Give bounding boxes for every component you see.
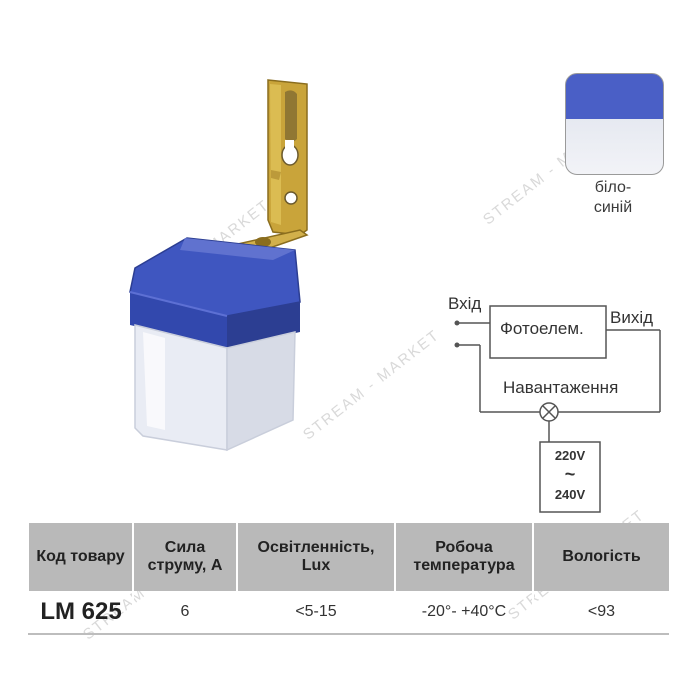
header-current: Сила струму, А — [132, 523, 237, 591]
header-humidity: Вологість — [532, 523, 669, 591]
ac-symbol: ~ — [564, 464, 576, 484]
lamp-icon — [539, 402, 559, 422]
voltage-max: 240V — [554, 487, 586, 502]
voltage-box — [539, 441, 601, 513]
color-swatch-thumbnail[interactable] — [565, 73, 664, 175]
lux-value: <5-15 — [236, 591, 395, 635]
temperature-value: -20°- +40°C — [394, 591, 533, 635]
input-label: Вхід — [448, 294, 482, 313]
wiring-diagram — [454, 305, 661, 513]
product-image — [129, 79, 309, 452]
voltage-min: 220V — [554, 448, 586, 463]
spec-table: Код товару Сила струму, А Освітленність,… — [28, 523, 669, 635]
color-caption-line: біло- — [594, 179, 632, 196]
product-code: LM 625 — [28, 591, 133, 635]
table-row: LM 625 6 <5-15 -20°- +40°C <93 — [28, 591, 669, 635]
color-caption-line: синій — [593, 199, 633, 216]
humidity-value: <93 — [532, 591, 669, 635]
header-code: Код товару — [29, 523, 133, 591]
input-terminal — [454, 342, 460, 348]
output-label: Вихід — [610, 308, 654, 327]
sensor-label: Фотоелем. — [500, 319, 584, 338]
input-terminal — [454, 320, 460, 326]
header-lux: Освітленність, Lux — [236, 523, 395, 591]
supply-voltage: 220V ~ 240V — [540, 442, 600, 512]
sensor-box — [489, 305, 607, 359]
color-caption: біло- синій — [560, 178, 666, 218]
spec-header-row: Код товару Сила струму, А Освітленність,… — [29, 523, 669, 591]
load-label: Навантаження — [503, 378, 619, 397]
header-temperature: Робоча температура — [394, 523, 533, 591]
current-value: 6 — [132, 591, 237, 635]
